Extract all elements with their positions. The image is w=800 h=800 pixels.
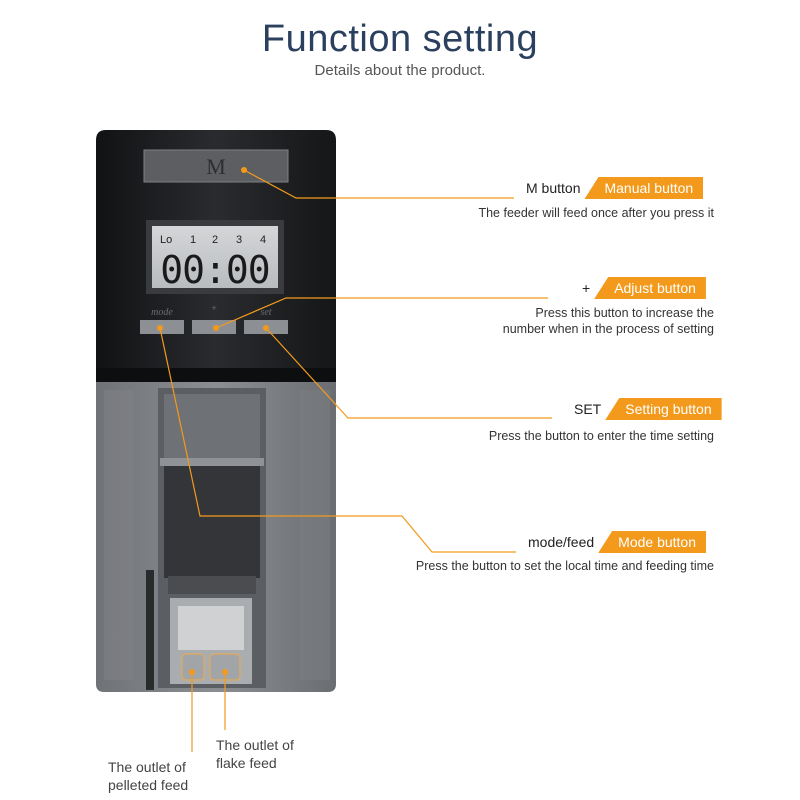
callout-mode-button-desc: Press the button to set the local time a… <box>415 559 714 573</box>
lcd-display: Lo 1 2 3 4 00:00 <box>146 220 284 294</box>
callout-adjust-button-short: + <box>582 280 591 296</box>
feed-chute <box>158 388 266 688</box>
leader-dots <box>157 167 269 675</box>
callout-setting-button-short: SET <box>574 401 602 417</box>
lcd-time: 00:00 <box>160 248 269 292</box>
callout-m-button-short: M button <box>526 180 581 196</box>
lcd-indicator-4: 4 <box>260 234 266 246</box>
lcd-indicator-3: 3 <box>236 234 242 246</box>
set-button-label: set <box>260 307 271 318</box>
callout-mode-button-short: mode/feed <box>528 534 595 550</box>
callout-adjust-button-desc: Press this button to increase the number… <box>502 306 714 336</box>
lcd-indicator-1: 1 <box>190 234 196 246</box>
plus-button-label: + <box>211 303 216 313</box>
lcd-indicator-2: 2 <box>212 234 218 246</box>
m-button-label: M <box>206 154 226 179</box>
callout-m-button: M button Manual button <box>518 177 704 199</box>
flake-outlet-label: The outlet of flake feed <box>216 737 294 771</box>
callout-adjust-button: + Adjust button <box>574 277 706 299</box>
m-button[interactable]: M <box>143 149 289 183</box>
callout-m-button-desc: The feeder will feed once after you pres… <box>478 206 714 220</box>
callout-mode-button-long: Mode button <box>598 531 707 553</box>
page-title: Function setting <box>261 18 539 60</box>
callout-mode-button: mode/feed Mode button <box>520 531 707 553</box>
callout-setting-button: SET Setting button <box>566 398 722 420</box>
pelleted-outlet-label: The outlet of pelleted feed <box>108 759 189 793</box>
lcd-indicator-lo: Lo <box>160 234 172 246</box>
mode-button-label: mode <box>151 307 173 318</box>
page-subtitle: Details about the product. <box>314 62 486 79</box>
callout-adjust-button-long: Adjust button <box>594 277 706 299</box>
leader-lines <box>159 169 552 752</box>
callout-setting-button-long: Setting button <box>605 398 722 420</box>
callout-m-button-long: Manual button <box>584 177 704 199</box>
callout-setting-button-desc: Press the button to enter the time setti… <box>488 429 714 443</box>
